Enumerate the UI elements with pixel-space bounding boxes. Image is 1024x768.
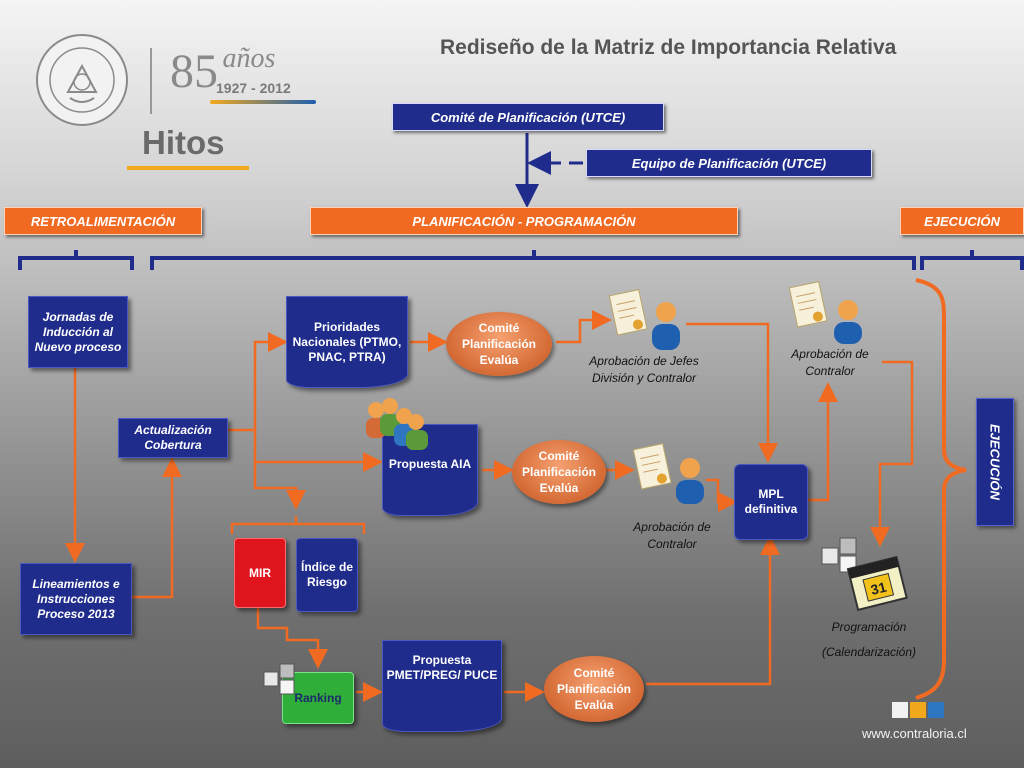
connector-mir-ranking (256, 608, 328, 669)
phase-feedback: RETROALIMENTACIÓN (4, 207, 202, 235)
phase-planning: PLANIFICACIÓN - PROGRAMACIÓN (310, 207, 738, 235)
footer-square-orange (910, 702, 926, 718)
section-title: Hitos (142, 124, 225, 161)
box-mir: MIR (234, 538, 286, 608)
anniversary-logo: 85 años 1927 - 2012 (170, 43, 316, 104)
connector-comite1-aprob1 (556, 310, 612, 344)
slide-title: Rediseño de la Matriz de Importancia Rel… (440, 36, 897, 59)
footer-square-blue (928, 702, 944, 718)
caption-programacion: Programación (831, 620, 907, 634)
box-prioridades: Prioridades Nacionales (PTMO, PNAC, PTRA… (286, 296, 408, 388)
box-mpl: MPL definitiva (734, 464, 808, 540)
brace-execution-large (915, 278, 967, 700)
oval-comite-3: Comité Planificación Evalúa (544, 656, 644, 722)
anniversary-years: 1927 - 2012 (216, 80, 291, 96)
connector-comite3-mpl (646, 535, 780, 686)
oval-comite-1: Comité Planificación Evalúa (446, 312, 552, 376)
calendar-icon: 31 (846, 555, 908, 612)
connector-lineamientos-actualizacion (130, 457, 182, 599)
oval-comite-2: Comité Planificación Evalúa (512, 440, 606, 504)
box-ejecucion-vertical: EJECUCIÓN (976, 398, 1014, 526)
contraloria-seal (34, 32, 130, 133)
box-propuesta-pmet: Propuesta PMET/PREG/ PUCE (382, 640, 502, 732)
connector-aprob2-mpl (706, 478, 738, 512)
box-lineamientos: Lineamientos e Instrucciones Proceso 201… (20, 563, 132, 635)
brace-planning (150, 250, 916, 270)
footer-url[interactable]: www.contraloria.cl (862, 726, 967, 741)
caption-aprobacion-3: Aprobación de Contralor (791, 347, 869, 378)
caption-aprobacion-2: Aprobación de Contralor (633, 520, 711, 551)
connector-aprob1-mpl (686, 322, 778, 463)
section-underline (127, 166, 249, 170)
approval-icon-1 (608, 289, 680, 350)
anniversary-swoosh (210, 100, 316, 104)
phase-execution: EJECUCIÓN (900, 207, 1024, 235)
team-bar: Equipo de Planificación (UTCE) (586, 149, 872, 177)
connector-aprob3-programacion (870, 360, 914, 547)
approval-icon-3 (788, 281, 862, 344)
connector-actualizacion-prioridades (226, 332, 288, 432)
box-jornadas: Jornadas de Inducción al Nuevo proceso (28, 296, 128, 368)
connector-actualizacion-mir (253, 462, 306, 510)
anniversary-word: años (222, 43, 276, 74)
puzzle-icon-ranking (263, 663, 295, 695)
people-group-icon (366, 398, 428, 450)
header-divider (150, 48, 152, 114)
box-actualizacion: Actualización Cobertura (118, 418, 228, 458)
caption-calendarizacion: (Calendarización) (821, 645, 917, 659)
calendar-day: 31 (869, 579, 888, 598)
caption-aprobacion-1: Aprobación de Jefes División y Contralor (589, 354, 699, 385)
approval-icon-2 (632, 443, 704, 504)
ejecucion-vertical-label: EJECUCIÓN (987, 424, 1003, 500)
committee-bar: Comité de Planificación (UTCE) (392, 103, 664, 131)
anniversary-number: 85 (170, 45, 218, 98)
brace-mir (230, 516, 366, 534)
box-indice-riesgo: Índice de Riesgo (296, 538, 358, 612)
brace-execution (920, 250, 1024, 270)
connector-mpl-aprob3 (808, 382, 838, 502)
brace-feedback (18, 250, 134, 270)
box-ranking: Ranking (282, 672, 354, 724)
footer-square-white (892, 702, 908, 718)
